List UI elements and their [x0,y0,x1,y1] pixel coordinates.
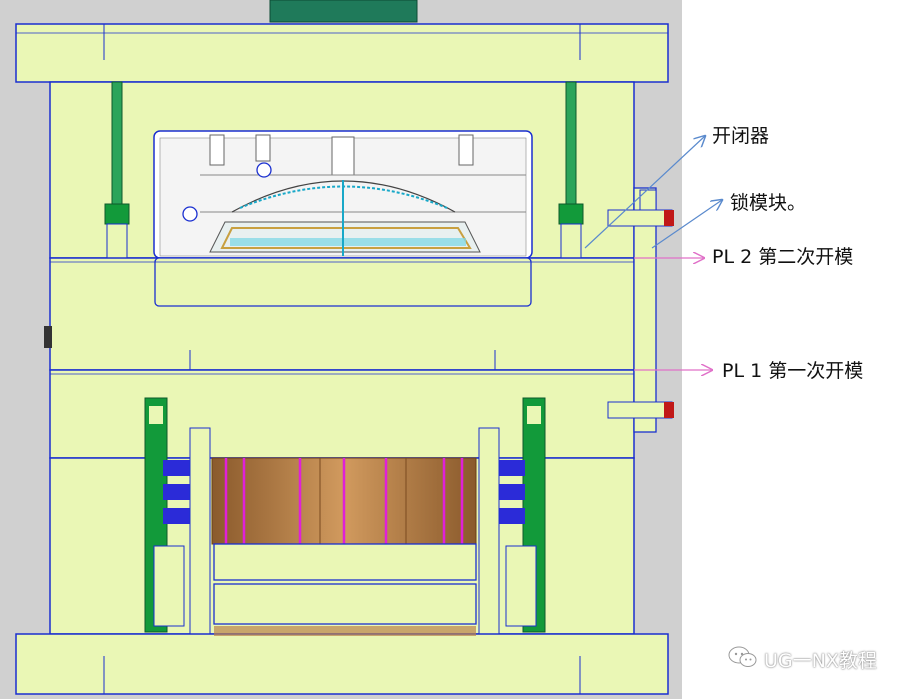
cavity-detail [159,134,527,287]
latch-lock-assembly [607,187,674,433]
right-ejector-pin [478,427,500,639]
wechat-icon [728,645,758,674]
opener-label: 开闭器 [712,125,770,147]
b-plate [49,369,635,459]
pl2-label: PL 2 第二次开模 [712,246,854,268]
top-clamp-plate [15,23,669,83]
opener-arrow [584,136,705,249]
ejector-plate [213,583,477,625]
left-ejector-pin [189,427,211,639]
lock-block-arrow [651,200,722,249]
left-springs [163,460,191,524]
right-springs [497,460,525,524]
pl1-label: PL 1 第一次开模 [722,360,864,382]
background-white [682,0,917,699]
bottom-clamp-plate [15,633,669,695]
watermark-text: UG一NX教程 [764,650,877,672]
middle-pocket [154,257,532,307]
watermark: UG一NX教程 [728,645,877,674]
locating-ring [269,0,418,23]
lock-block-label: 锁模块。 [730,192,807,214]
ejector-retainer-plate [213,543,477,581]
